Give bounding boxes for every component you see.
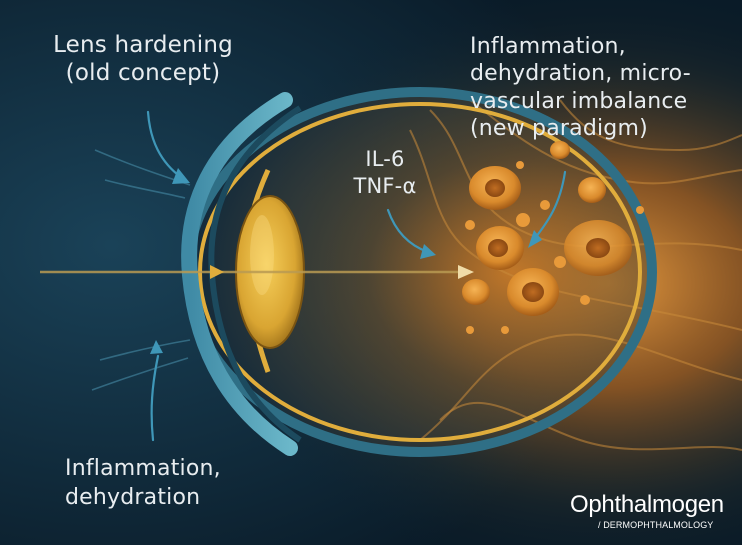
label-line: dehydration, micro- — [470, 61, 691, 87]
droplet — [516, 213, 530, 227]
label-line: (new paradigm) — [470, 115, 648, 141]
label-line: Lens hardening — [53, 32, 233, 58]
label-line: TNF-α — [353, 174, 417, 199]
arrowhead — [172, 168, 190, 184]
droplet — [580, 295, 590, 305]
brand-tagline: / DERMOPHTHALMOLOGY — [598, 520, 714, 530]
label-line: vascular imbalance — [470, 88, 688, 114]
label-line: Inflammation, — [470, 34, 626, 59]
axis-arrowhead-right — [458, 265, 474, 279]
inflammatory-cells — [462, 141, 644, 334]
droplet — [540, 200, 550, 210]
label-new-paradigm: Inflammation, dehydration, micro- vascul… — [470, 33, 691, 142]
droplet — [465, 220, 475, 230]
cornea — [181, 92, 298, 456]
lens-highlight — [250, 215, 274, 295]
arrowhead — [528, 230, 542, 248]
cell — [578, 177, 606, 203]
axis-arrowhead-left — [210, 265, 224, 279]
cell — [462, 279, 490, 305]
label-inflammation-dehydration: Inflammation, dehydration — [65, 455, 221, 512]
cell-nucleus — [586, 238, 610, 258]
label-line: IL-6 — [365, 147, 405, 171]
arrowhead — [150, 340, 163, 354]
droplet — [554, 256, 566, 268]
cell — [550, 141, 570, 159]
cell-nucleus — [488, 239, 508, 257]
droplet — [636, 206, 644, 214]
brand-name: Ophthalmogen — [570, 491, 724, 518]
label-line: Inflammation, — [65, 456, 221, 481]
label-lens-hardening: Lens hardening (old concept) — [50, 31, 236, 87]
droplet — [466, 326, 474, 334]
arrow-bottom-left — [150, 354, 160, 442]
incoming-lines — [91, 149, 191, 391]
brand-logo: Ophthalmogen / DERMOPHTHALMOLOGY — [570, 491, 740, 530]
arrowhead — [420, 244, 436, 259]
label-line: dehydration — [65, 484, 201, 510]
cell-nucleus — [522, 282, 544, 302]
droplet — [501, 326, 509, 334]
droplet — [516, 161, 524, 169]
label-line: (old concept) — [65, 60, 221, 87]
cell-nucleus — [485, 179, 505, 197]
label-cytokines: IL-6 TNF-α — [350, 146, 420, 201]
